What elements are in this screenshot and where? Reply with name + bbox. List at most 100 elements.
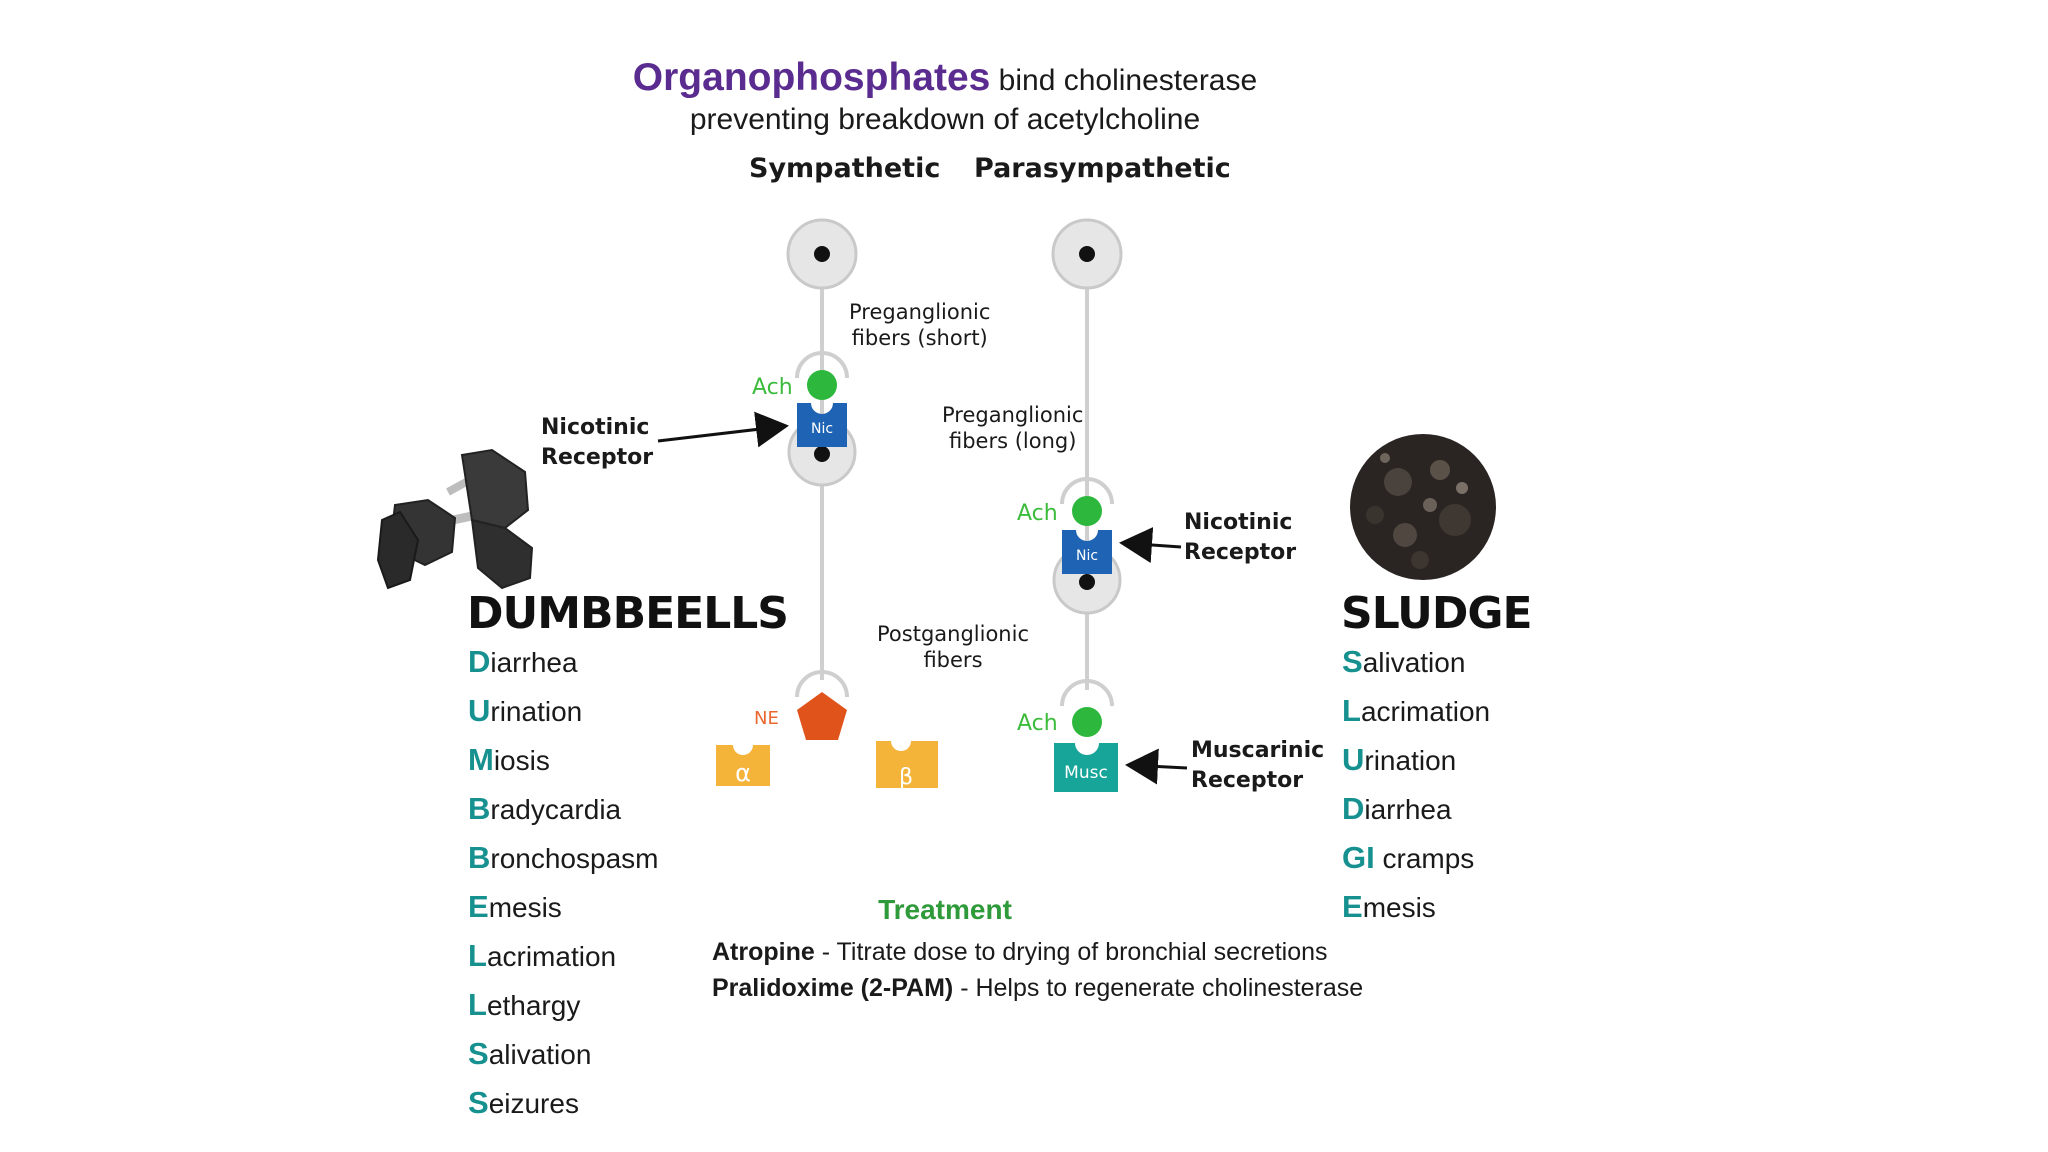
title-rest: bind cholinesterase [990, 64, 1258, 97]
treatment-drug: Pralidoxime (2-PAM) [712, 974, 954, 1002]
mnemonic-rest: alivation [488, 1039, 592, 1070]
mnemonic-initial: B [468, 791, 491, 826]
mnemonic-item: Urination [1342, 735, 1490, 784]
nicotinic-receptor-label-left: Nicotinic Receptor [541, 413, 653, 473]
mnemonic-item: Lethargy [468, 980, 658, 1029]
mnemonic-initial: E [1342, 889, 1363, 924]
mnemonic-rest: rination [490, 696, 583, 727]
ach-label-parasympathetic-terminal: Ach [1017, 711, 1058, 736]
title-highlight: Organophosphates [632, 56, 991, 99]
mnemonic-item: Lacrimation [1342, 686, 1490, 735]
nicotinic-receptor-sympathetic [797, 403, 847, 447]
arrow-nicotinic-sympathetic [657, 411, 789, 448]
preganglionic-long-line2: fibers (long) [949, 429, 1077, 453]
mnemonic-item: Emesis [468, 882, 658, 931]
mnemonic-initial: L [1342, 693, 1361, 728]
preganglionic-short-line2: fibers (short) [851, 326, 988, 350]
arrow-muscarinic [1125, 748, 1188, 785]
treatment-drug: Atropine [712, 938, 815, 966]
mnemonic-item: GI cramps [1342, 833, 1490, 882]
mnemonic-initial: S [468, 1036, 489, 1071]
mnemonic-initial: S [468, 1085, 489, 1120]
nicotinic-receptor-parasympathetic [1062, 530, 1112, 574]
nicotinic-left-line2: Receptor [541, 445, 654, 470]
ach-label-parasympathetic-ganglion: Ach [1017, 501, 1058, 526]
nicotinic-right-line2: Receptor [1184, 540, 1297, 565]
mnemonic-item: Bradycardia [468, 784, 658, 833]
mnemonic-rest: acrimation [486, 941, 617, 972]
mnemonic-rest: iarrhea [1364, 794, 1452, 825]
mnemonic-item: Emesis [1342, 882, 1490, 931]
treatment-line-atropine: Atropine - Titrate dose to drying of bro… [712, 938, 1328, 967]
arrow-nicotinic-parasympathetic [1119, 527, 1182, 563]
nic-label-sympathetic: Nic [811, 421, 833, 437]
mnemonic-initial: S [1342, 644, 1363, 679]
preganglionic-long-label: Preganglionic fibers (long) [942, 402, 1083, 454]
dumbbeells-title: DUMBBEELLS [467, 588, 789, 639]
preganglionic-short-line1: Preganglionic [849, 300, 991, 324]
postganglionic-label: Postganglionic fibers [877, 621, 1029, 673]
postganglionic-line2: fibers [923, 648, 983, 672]
mnemonic-initial: B [468, 840, 491, 875]
muscarinic-line1: Muscarinic [1191, 738, 1325, 763]
mnemonic-initial: U [1342, 742, 1365, 777]
ach-dot-parasympathetic-terminal [1072, 707, 1102, 737]
parasympathetic-heading: Parasympathetic [974, 153, 1231, 184]
muscarinic-receptor-label: Muscarinic Receptor [1191, 736, 1324, 796]
beta-label: β [899, 765, 913, 790]
mnemonic-item: Lacrimation [468, 931, 658, 980]
treatment-title: Treatment [878, 894, 1012, 925]
treatment-line-pralidoxime: Pralidoxime (2-PAM) - Helps to regenerat… [712, 974, 1363, 1003]
mnemonic-initial: GI [1342, 840, 1375, 875]
nicotinic-receptor-label-right: Nicotinic Receptor [1184, 508, 1296, 568]
mnemonic-item: Diarrhea [468, 637, 658, 686]
mnemonic-item: Seizures [468, 1078, 658, 1127]
nicotinic-left-line1: Nicotinic [541, 415, 650, 440]
mnemonic-rest: iarrhea [490, 647, 578, 678]
title-line-1: Organophosphates bind cholinesterase [0, 56, 1890, 100]
mnemonic-item: Salivation [1342, 637, 1490, 686]
mnemonic-item: Salivation [468, 1029, 658, 1078]
ne-label: NE [754, 708, 779, 729]
mnemonic-rest: cramps [1374, 843, 1475, 874]
mnemonic-rest: mesis [488, 892, 562, 923]
preganglionic-short-label: Preganglionic fibers (short) [849, 299, 990, 351]
ach-label-sympathetic: Ach [752, 375, 793, 400]
mnemonic-item: Bronchospasm [468, 833, 658, 882]
postganglionic-line1: Postganglionic [877, 622, 1029, 646]
ach-dot-parasympathetic-ganglion [1072, 496, 1102, 526]
mnemonic-initial: M [468, 742, 494, 777]
dumbbell-image [376, 448, 534, 590]
sludge-title: SLUDGE [1341, 588, 1533, 639]
muscarinic-receptor [1054, 743, 1118, 792]
mnemonic-item: Urination [468, 686, 658, 735]
mnemonic-rest: iosis [493, 745, 550, 776]
mnemonic-initial: L [468, 987, 487, 1022]
beta-receptor [876, 741, 938, 788]
mnemonic-item: Diarrhea [1342, 784, 1490, 833]
treatment-desc: - Helps to regenerate cholinesterase [953, 974, 1364, 1002]
mnemonic-initial: D [1342, 791, 1365, 826]
mnemonic-initial: U [468, 693, 491, 728]
mnemonic-initial: L [468, 938, 487, 973]
treatment-desc: - Titrate dose to drying of bronchial se… [814, 938, 1328, 966]
mnemonic-rest: radycardia [490, 794, 622, 825]
sympathetic-heading: Sympathetic [749, 153, 941, 184]
mnemonic-initial: D [468, 644, 491, 679]
sludge-image [1350, 434, 1496, 580]
alpha-receptor [716, 745, 770, 786]
title-line-2: preventing breakdown of acetylcholine [689, 103, 1201, 136]
ach-dot-sympathetic [807, 370, 837, 400]
mnemonic-rest: ethargy [486, 990, 581, 1021]
ne-pentagon [797, 692, 847, 740]
musc-label: Musc [1064, 763, 1108, 783]
nic-label-parasympathetic: Nic [1076, 548, 1098, 564]
nicotinic-right-line1: Nicotinic [1184, 510, 1293, 535]
preganglionic-long-line1: Preganglionic [942, 403, 1084, 427]
mnemonic-rest: alivation [1362, 647, 1466, 678]
mnemonic-initial: E [468, 889, 489, 924]
mnemonic-item: Miosis [468, 735, 658, 784]
